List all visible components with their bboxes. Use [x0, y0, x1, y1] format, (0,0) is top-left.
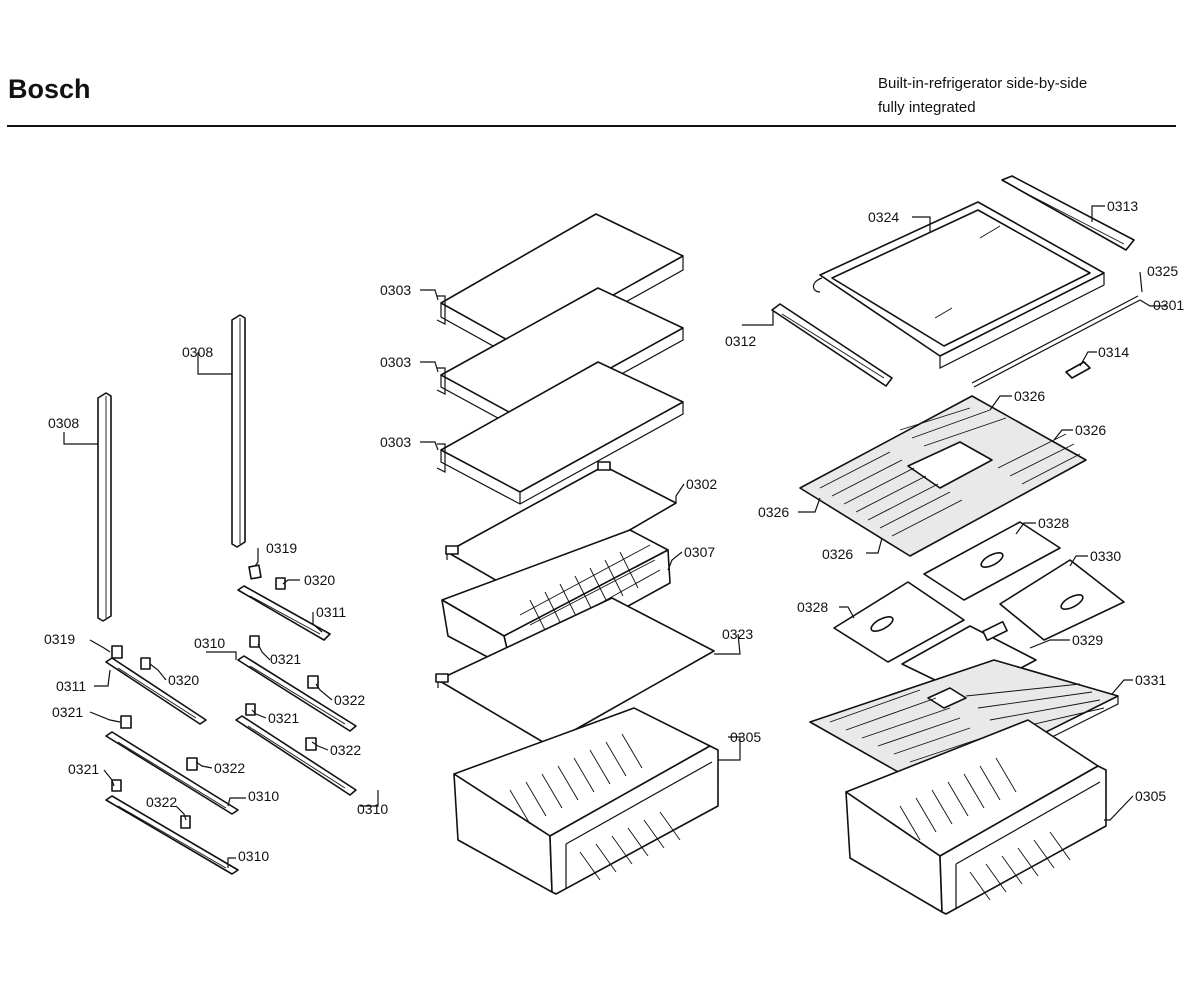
clips: [111, 564, 319, 829]
callout-0303-c: 0303: [380, 434, 411, 450]
callout-0320-b: 0320: [168, 672, 199, 688]
callout-0322-a: 0322: [334, 692, 365, 708]
callout-0326-d: 0326: [822, 546, 853, 562]
door-strip-right: [231, 314, 246, 548]
callout-0310-c: 0310: [248, 788, 279, 804]
callout-0324: 0324: [868, 209, 899, 225]
callout-0310-b: 0310: [357, 801, 388, 817]
callout-0331: 0331: [1135, 672, 1166, 688]
callout-0305-right: 0305: [1135, 788, 1166, 804]
callout-0326-c: 0326: [758, 504, 789, 520]
callout-0305-middle: 0305: [730, 729, 761, 745]
callout-0328-b: 0328: [797, 599, 828, 615]
vent-grid-0326: [799, 395, 1087, 557]
panel-0328-left: [833, 581, 965, 663]
callout-0312: 0312: [725, 333, 756, 349]
rail-0310-upper: [237, 655, 357, 732]
callout-0313: 0313: [1107, 198, 1138, 214]
callout-0325: 0325: [1147, 263, 1178, 279]
glass-cover-0323: [435, 597, 715, 746]
door-strip-left: [97, 392, 112, 622]
grid-0331: [809, 659, 1119, 799]
rail-0310-right: [235, 715, 357, 796]
brand-title: Bosch: [8, 74, 91, 104]
callout-0322-c: 0322: [214, 760, 245, 776]
rail-0311-left: [105, 657, 207, 725]
callout-0321-c: 0321: [52, 704, 83, 720]
crisper-drawer-right: [845, 719, 1107, 915]
callout-0328-a: 0328: [1038, 515, 1069, 531]
callout-0319-a: 0319: [266, 540, 297, 556]
callout-0310-a: 0310: [194, 635, 225, 651]
rail-0310-mid: [105, 731, 239, 815]
rail-0310-low: [105, 795, 239, 875]
callout-0322-d: 0322: [146, 794, 177, 810]
callout-labels: 0313 0324 0325 0301 0312 0314 0326 0326 …: [44, 198, 1184, 864]
crisper-drawer-middle: [453, 707, 719, 895]
callout-0320-a: 0320: [304, 572, 335, 588]
callout-0326-b: 0326: [1075, 422, 1106, 438]
rod-0301: [971, 295, 1141, 388]
callout-0308-a: 0308: [48, 415, 79, 431]
subtitle-line-1: Built-in-refrigerator side-by-side: [878, 75, 1088, 92]
callout-0319-b: 0319: [44, 631, 75, 647]
callout-0307: 0307: [684, 544, 715, 560]
callout-0321-a: 0321: [270, 651, 301, 667]
subtitle-line-2: fully integrated: [878, 99, 976, 116]
callout-0308-b: 0308: [182, 344, 213, 360]
rail-0312: [771, 303, 893, 387]
glass-shelf-0324: [812, 201, 1105, 369]
callout-0329: 0329: [1072, 632, 1103, 648]
callout-0321-b: 0321: [268, 710, 299, 726]
callout-0330: 0330: [1090, 548, 1121, 564]
callout-0301: 0301: [1153, 297, 1184, 313]
callout-0311-b: 0311: [56, 678, 86, 694]
callout-0322-b: 0322: [330, 742, 361, 758]
panel-0328-top: [923, 521, 1061, 601]
callout-0310-d: 0310: [238, 848, 269, 864]
callout-0311-a: 0311: [316, 604, 346, 620]
callout-0326-a: 0326: [1014, 388, 1045, 404]
rail-0313: [1001, 175, 1135, 251]
callout-0303-b: 0303: [380, 354, 411, 370]
rail-0311-upper: [237, 585, 331, 641]
clip-0314: [1065, 361, 1091, 379]
leader-lines: [63, 205, 1167, 868]
callout-0303-a: 0303: [380, 282, 411, 298]
panel-0330: [999, 559, 1125, 641]
shelf-0303-bottom: [436, 361, 684, 505]
callout-0321-d: 0321: [68, 761, 99, 777]
callout-0302: 0302: [686, 476, 717, 492]
callout-0314: 0314: [1098, 344, 1129, 360]
callout-0323: 0323: [722, 626, 753, 642]
header-rule: [7, 125, 1176, 127]
panel-0329: [901, 620, 1037, 697]
